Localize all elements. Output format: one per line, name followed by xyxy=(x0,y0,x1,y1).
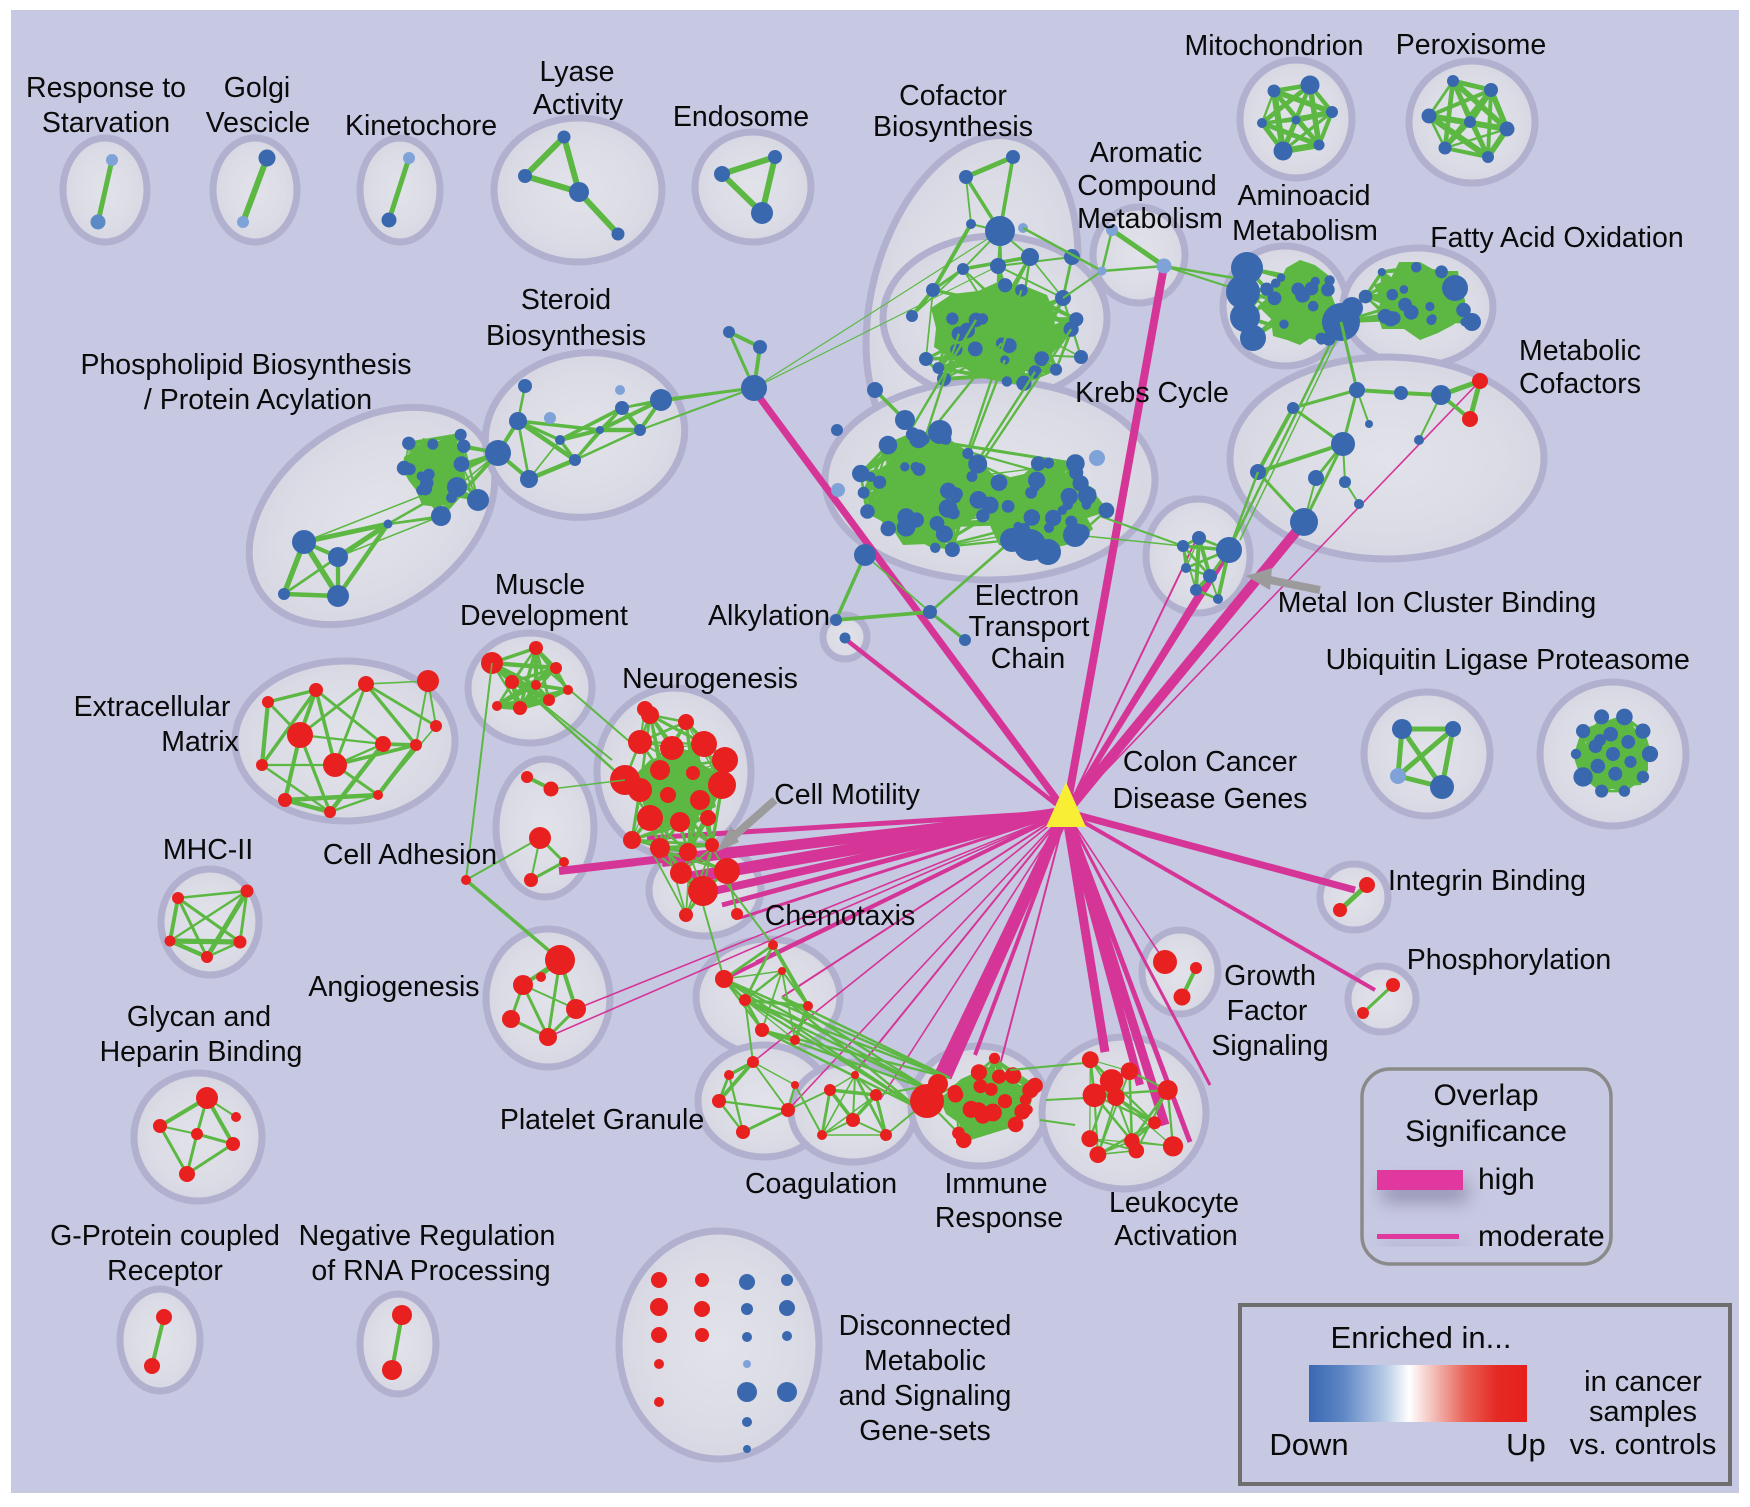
svg-text:Metabolism: Metabolism xyxy=(1232,215,1378,247)
svg-text:Platelet Granule: Platelet Granule xyxy=(500,1104,704,1136)
svg-text:Chain: Chain xyxy=(991,643,1065,675)
svg-text:Krebs Cycle: Krebs Cycle xyxy=(1075,377,1229,409)
svg-text:Coagulation: Coagulation xyxy=(745,1168,897,1200)
svg-text:/ Protein Acylation: / Protein Acylation xyxy=(144,384,372,416)
svg-text:Cofactors: Cofactors xyxy=(1519,368,1641,400)
svg-text:Endosome: Endosome xyxy=(673,101,809,133)
svg-text:vs. controls: vs. controls xyxy=(1570,1429,1717,1461)
svg-text:Vescicle: Vescicle xyxy=(206,107,311,139)
svg-text:Growth: Growth xyxy=(1224,960,1316,992)
svg-text:Mitochondrion: Mitochondrion xyxy=(1184,30,1363,62)
svg-text:Cofactor: Cofactor xyxy=(899,80,1007,112)
svg-text:MHC-II: MHC-II xyxy=(163,834,253,866)
svg-text:Chemotaxis: Chemotaxis xyxy=(765,900,915,932)
svg-text:Cell Motility: Cell Motility xyxy=(774,779,920,811)
svg-text:Down: Down xyxy=(1269,1427,1348,1462)
svg-text:Muscle: Muscle xyxy=(495,569,585,601)
svg-text:Biosynthesis: Biosynthesis xyxy=(486,320,646,352)
svg-text:Proteasome: Proteasome xyxy=(1536,644,1690,676)
svg-text:Heparin Binding: Heparin Binding xyxy=(100,1036,303,1068)
svg-text:Activation: Activation xyxy=(1114,1220,1238,1252)
svg-text:Aromatic: Aromatic xyxy=(1090,137,1202,169)
svg-text:Immune: Immune xyxy=(945,1168,1048,1200)
svg-text:in cancer: in cancer xyxy=(1584,1366,1702,1398)
svg-text:Angiogenesis: Angiogenesis xyxy=(308,971,479,1003)
svg-text:Steroid: Steroid xyxy=(521,284,611,316)
svg-text:Activity: Activity xyxy=(533,89,624,121)
svg-text:Neurogenesis: Neurogenesis xyxy=(622,663,798,695)
svg-text:Disease Genes: Disease Genes xyxy=(1113,783,1308,815)
svg-text:Alkylation: Alkylation xyxy=(708,600,830,632)
svg-text:Aminoacid: Aminoacid xyxy=(1237,180,1370,212)
svg-text:Biosynthesis: Biosynthesis xyxy=(873,111,1033,143)
svg-text:Development: Development xyxy=(460,600,628,632)
svg-text:Signaling: Signaling xyxy=(1211,1030,1328,1062)
svg-text:Response to: Response to xyxy=(26,72,186,104)
svg-text:Ubiquitin Ligase: Ubiquitin Ligase xyxy=(1326,644,1529,676)
svg-text:Leukocyte: Leukocyte xyxy=(1109,1187,1239,1219)
svg-text:Overlap: Overlap xyxy=(1433,1079,1538,1112)
svg-text:Factor: Factor xyxy=(1227,995,1308,1027)
svg-text:Metal Ion Cluster Binding: Metal Ion Cluster Binding xyxy=(1278,587,1596,619)
svg-text:Compound: Compound xyxy=(1077,170,1216,202)
svg-text:Receptor: Receptor xyxy=(107,1255,223,1287)
svg-text:Transport: Transport xyxy=(969,611,1090,643)
svg-text:Peroxisome: Peroxisome xyxy=(1396,29,1546,61)
svg-text:Phosphorylation: Phosphorylation xyxy=(1407,944,1611,976)
svg-text:of RNA Processing: of RNA Processing xyxy=(311,1255,550,1287)
svg-text:Extracellular: Extracellular xyxy=(74,691,231,723)
svg-text:Lyase: Lyase xyxy=(540,56,615,88)
svg-text:samples: samples xyxy=(1589,1396,1697,1428)
svg-text:Significance: Significance xyxy=(1405,1115,1567,1148)
svg-text:Metabolic: Metabolic xyxy=(1519,335,1641,367)
svg-text:Phospholipid Biosynthesis: Phospholipid Biosynthesis xyxy=(80,349,411,381)
svg-text:Starvation: Starvation xyxy=(42,107,170,139)
svg-text:high: high xyxy=(1478,1163,1535,1196)
svg-text:Metabolism: Metabolism xyxy=(1077,203,1223,235)
svg-text:Colon Cancer: Colon Cancer xyxy=(1123,746,1298,778)
svg-text:Enriched in...: Enriched in... xyxy=(1331,1320,1512,1355)
svg-text:Golgi: Golgi xyxy=(224,72,291,104)
svg-text:Metabolic: Metabolic xyxy=(864,1345,986,1377)
svg-text:and Signaling: and Signaling xyxy=(839,1380,1012,1412)
svg-text:Fatty Acid Oxidation: Fatty Acid Oxidation xyxy=(1430,222,1683,254)
svg-text:Gene-sets: Gene-sets xyxy=(859,1415,990,1447)
svg-text:Negative Regulation: Negative Regulation xyxy=(299,1220,556,1252)
svg-text:Kinetochore: Kinetochore xyxy=(345,110,497,142)
svg-text:Matrix: Matrix xyxy=(161,726,239,758)
svg-text:G-Protein coupled: G-Protein coupled xyxy=(50,1220,280,1252)
svg-text:Integrin Binding: Integrin Binding xyxy=(1388,865,1586,897)
svg-text:Response: Response xyxy=(935,1202,1063,1234)
svg-text:Cell Adhesion: Cell Adhesion xyxy=(323,839,497,871)
svg-text:moderate: moderate xyxy=(1478,1220,1605,1253)
svg-text:Disconnected: Disconnected xyxy=(839,1310,1012,1342)
svg-text:Up: Up xyxy=(1506,1427,1546,1462)
svg-text:Glycan and: Glycan and xyxy=(127,1001,271,1033)
svg-text:Electron: Electron xyxy=(975,580,1080,612)
